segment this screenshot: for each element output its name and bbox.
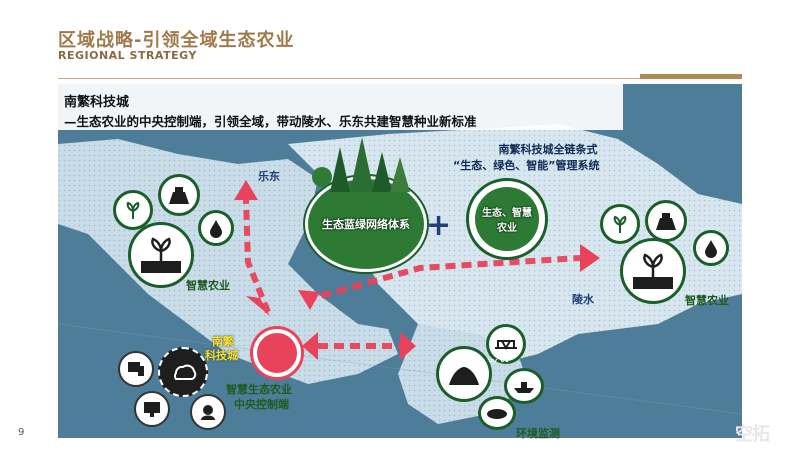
- header-panel: [58, 84, 623, 130]
- seedling-icon: [128, 222, 194, 288]
- arrowhead-ledong-a: [234, 180, 258, 200]
- debris-icon: [478, 396, 516, 430]
- label-env-monitor: 环境监测: [516, 427, 560, 440]
- header-accent-bar: [640, 74, 742, 79]
- tree-cluster-icon: [312, 137, 410, 192]
- water-drop-icon-right: [693, 230, 729, 266]
- water-drop-icon: [198, 210, 234, 246]
- page-subtitle: REGIONAL STRATEGY: [58, 49, 197, 62]
- label-nanfan-1: 南繁: [212, 335, 234, 348]
- headset-icon: [190, 394, 226, 430]
- label-ledong: 乐东: [258, 170, 280, 183]
- arrow-to-lingshui: [305, 255, 581, 303]
- arrowhead-ledong-b: [246, 296, 270, 316]
- boat-icon: [504, 368, 544, 404]
- sprout-hand-icon: [113, 190, 153, 230]
- birds-icon: 〰 〰: [488, 357, 510, 367]
- bridge-icon: [486, 324, 526, 364]
- chain-inner: 生态、智慧 农业: [475, 187, 539, 251]
- label-smart-agri-left: 智慧农业: [186, 279, 230, 292]
- eco-network-circle: 生态蓝绿网络体系: [305, 176, 427, 272]
- seedling-icon-right: [620, 238, 686, 304]
- corner-logo: 空拓: [735, 424, 770, 445]
- arrowhead-lingshui: [580, 244, 600, 272]
- eco-network-label: 生态蓝绿网络体系: [322, 218, 410, 231]
- header-description: —生态农业的中央控制端，引领全域，带动陵水、乐东共建智慧种业新标准: [64, 114, 477, 129]
- monitor-icon: [134, 391, 170, 427]
- label-control-2: 中央控制端: [234, 398, 289, 411]
- header-divider: [58, 78, 640, 79]
- chain-circle-line1: 生态、智慧: [482, 208, 532, 219]
- chain-circle-line2: 农业: [497, 223, 517, 234]
- field-icon: [158, 174, 200, 216]
- arrow-to-ledong: [243, 199, 271, 314]
- arrowhead-center: [298, 290, 320, 310]
- header-title: 南繁科技城: [64, 95, 130, 110]
- sprout-hand-icon-right: [600, 204, 640, 244]
- chain-title-line2: “生态、绿色、智能”管理系统: [453, 159, 600, 172]
- cloud-network-icon: [158, 347, 208, 397]
- field-icon-right: [645, 200, 687, 242]
- label-smart-agri-right: 智慧农业: [685, 294, 729, 307]
- chain-system-circle: 生态、智慧 农业: [466, 178, 548, 260]
- bins-icon: [436, 346, 492, 402]
- page-number: 9: [18, 427, 25, 438]
- plus-sign: +: [426, 208, 452, 243]
- label-nanfan-2: 科技城: [205, 349, 238, 362]
- arrowhead-south-right: [400, 332, 416, 360]
- page-title: 区域战略-引领全域生态农业: [58, 30, 295, 51]
- target-icon: [253, 329, 301, 377]
- label-lingshui: 陵水: [572, 293, 594, 306]
- device-icon: [118, 351, 154, 387]
- arrowhead-south-left: [302, 332, 318, 360]
- label-control-1: 智慧生态农业: [226, 383, 292, 396]
- chain-title-line1: 南繁科技城全链条式: [498, 143, 598, 156]
